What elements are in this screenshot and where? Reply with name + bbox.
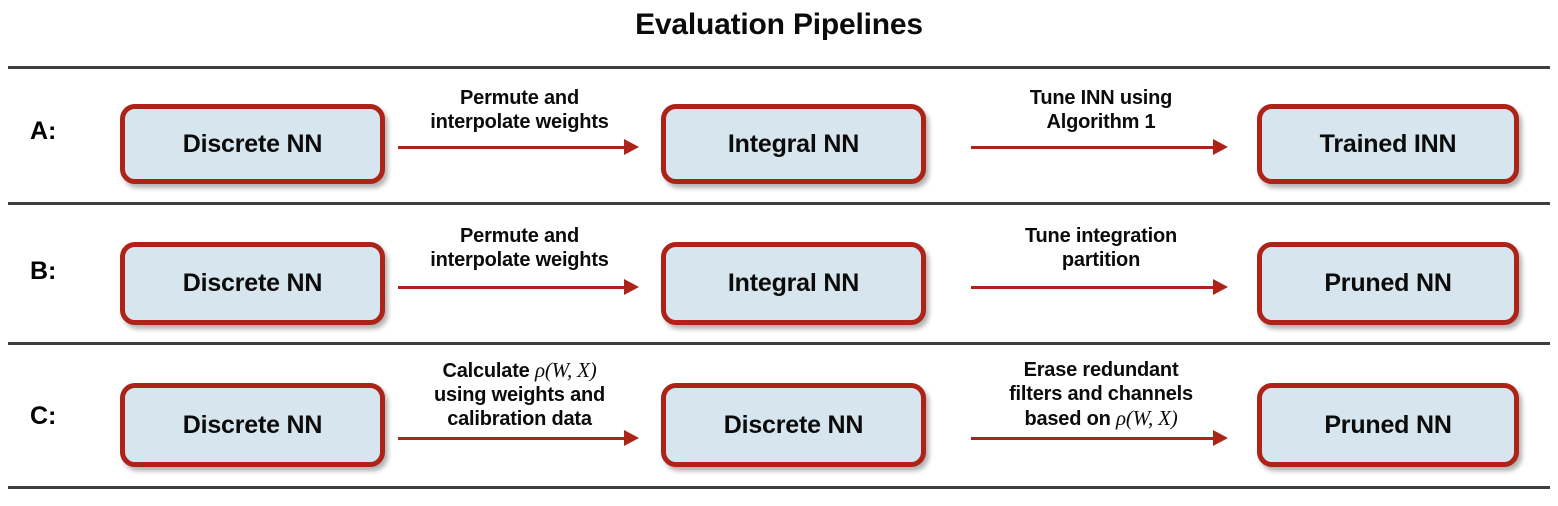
caption-line: Erase redundant [1023, 359, 1179, 381]
arrow-line-icon [398, 437, 626, 440]
rho-expression: ρ(W, X) [1116, 406, 1178, 430]
caption-prefix: based on [1024, 408, 1116, 430]
arrow-head-icon [624, 279, 639, 295]
caption-line: Permute and [460, 225, 579, 247]
caption-line: partition [1061, 249, 1141, 271]
node-a-1[interactable]: Discrete NN [120, 104, 385, 184]
caption-line: calibration data [447, 408, 592, 430]
node-a-2[interactable]: Integral NN [661, 104, 926, 184]
divider-bottom [8, 486, 1550, 489]
arrow-head-icon [1213, 430, 1228, 446]
row-label-b: B: [30, 257, 57, 285]
arrow-line-icon [971, 146, 1215, 149]
node-c-3[interactable]: Pruned NN [1257, 383, 1519, 467]
arrow-line-icon [971, 437, 1215, 440]
caption-prefix: Calculate [442, 360, 535, 382]
arrow-head-icon [1213, 139, 1228, 155]
row-label-a: A: [30, 117, 57, 145]
pipeline-row-a: A: Discrete NN Permute and interpolate w… [0, 69, 1558, 202]
page-title: Evaluation Pipelines [635, 8, 923, 41]
divider-a-b [8, 202, 1550, 205]
caption-line: interpolate weights [430, 111, 609, 133]
caption-line: using weights and [433, 384, 606, 406]
arrow-head-icon [1213, 279, 1228, 295]
arrow-line-icon [398, 286, 626, 289]
divider-b-c [8, 342, 1550, 345]
caption-line: Tune integration [1025, 225, 1177, 247]
arrow-head-icon [624, 139, 639, 155]
caption-line: interpolate weights [430, 249, 609, 271]
arrow-caption-a-2: Tune INN using Algorithm 1 [965, 86, 1237, 134]
pipeline-row-c: C: Discrete NN Calculate ρ(W, X) using w… [0, 345, 1558, 486]
arrow-line-icon [398, 146, 626, 149]
arrow-caption-c-1: Calculate ρ(W, X) using weights and cali… [392, 358, 647, 431]
caption-line: Algorithm 1 [1046, 111, 1156, 133]
arrow-caption-b-2: Tune integration partition [965, 224, 1237, 272]
divider-top [8, 66, 1550, 69]
arrow-head-icon [624, 430, 639, 446]
node-c-2[interactable]: Discrete NN [661, 383, 926, 467]
caption-line-math: Calculate ρ(W, X) [392, 358, 647, 383]
pipeline-row-b: B: Discrete NN Permute and interpolate w… [0, 205, 1558, 342]
node-b-2[interactable]: Integral NN [661, 242, 926, 325]
caption-line-math: based on ρ(W, X) [965, 406, 1237, 431]
arrow-caption-b-1: Permute and interpolate weights [392, 224, 647, 272]
caption-line: Permute and [460, 87, 579, 109]
caption-line: Tune INN using [1029, 87, 1173, 109]
arrow-caption-a-1: Permute and interpolate weights [392, 86, 647, 134]
node-b-1[interactable]: Discrete NN [120, 242, 385, 325]
node-b-3[interactable]: Pruned NN [1257, 242, 1519, 325]
arrow-line-icon [971, 286, 1215, 289]
node-a-3[interactable]: Trained INN [1257, 104, 1519, 184]
node-c-1[interactable]: Discrete NN [120, 383, 385, 467]
arrow-caption-c-2: Erase redundant filters and channels bas… [965, 358, 1237, 431]
caption-line: filters and channels [1009, 383, 1193, 405]
row-label-c: C: [30, 402, 57, 430]
rho-expression: ρ(W, X) [534, 358, 597, 382]
